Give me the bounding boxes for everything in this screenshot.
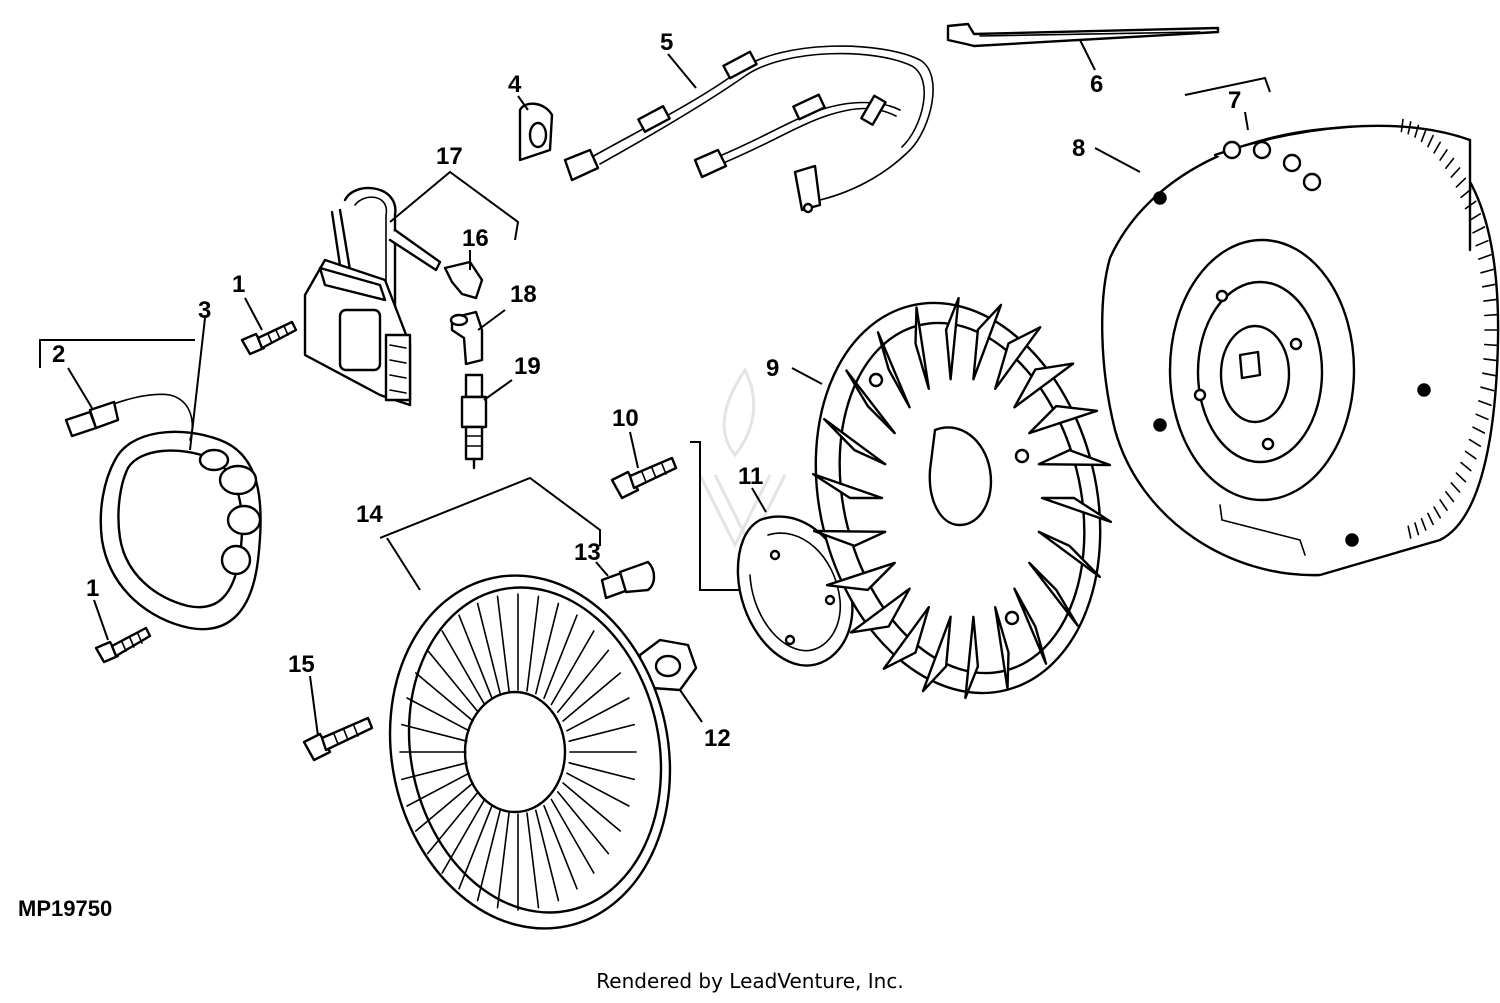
part-1-screw-upper[interactable]: [240, 320, 298, 356]
callout-8: 8: [1072, 135, 1085, 162]
callout-17: 17: [436, 143, 463, 170]
callout-6: 6: [1090, 71, 1103, 98]
callout-5: 5: [660, 29, 673, 56]
callout-9: 9: [766, 355, 779, 382]
diagram-reference-code: MP19750: [18, 896, 112, 921]
callout-3: 3: [198, 297, 211, 324]
callout-1-upper: 1: [232, 271, 245, 298]
part-14-screen[interactable]: [358, 549, 702, 955]
part-7-ring-gear-teeth: [1400, 118, 1499, 539]
part-18-spark-plug-boot[interactable]: [449, 310, 484, 366]
callout-1-lower: 1: [86, 575, 99, 602]
callout-10: 10: [612, 405, 639, 432]
part-16-terminal-cap[interactable]: [443, 260, 484, 300]
leader-lines: [39, 39, 1271, 737]
part-17-ignition-coil[interactable]: [303, 186, 442, 407]
part-4-grommet[interactable]: [518, 102, 554, 162]
part-5-wiring-harness[interactable]: [563, 45, 934, 214]
part-15-screw[interactable]: [302, 716, 374, 762]
part-1-screw-lower[interactable]: [94, 626, 152, 664]
callout-16: 16: [462, 225, 489, 252]
callout-4: 4: [508, 71, 522, 98]
callout-14: 14: [356, 501, 383, 528]
callout-11: 11: [738, 463, 763, 490]
part-3-stator[interactable]: [99, 393, 262, 631]
callout-18: 18: [510, 281, 537, 308]
part-2-connector[interactable]: [64, 400, 120, 438]
part-8-flywheel[interactable]: [1101, 118, 1500, 577]
callout-13: 13: [574, 539, 601, 566]
part-9-fan[interactable]: [776, 272, 1140, 723]
part-19-spark-plug[interactable]: [460, 373, 488, 470]
callout-12: 12: [704, 725, 731, 752]
screen-vanes: [399, 593, 637, 911]
callout-19: 19: [514, 353, 541, 380]
part-13-screw[interactable]: [600, 560, 656, 600]
callout-7: 7: [1228, 87, 1241, 114]
part-10-screw[interactable]: [610, 456, 678, 500]
fan-blades: [811, 296, 1113, 700]
callout-2: 2: [52, 341, 65, 368]
part-6-cable-tie[interactable]: [946, 22, 1220, 48]
callout-labels: 1 1 2 3 4 5 6 7 8 9 10 11 12 13 14 15 16…: [52, 29, 1241, 752]
render-credit: Rendered by LeadVenture, Inc.: [596, 969, 903, 993]
callout-15: 15: [288, 651, 315, 678]
